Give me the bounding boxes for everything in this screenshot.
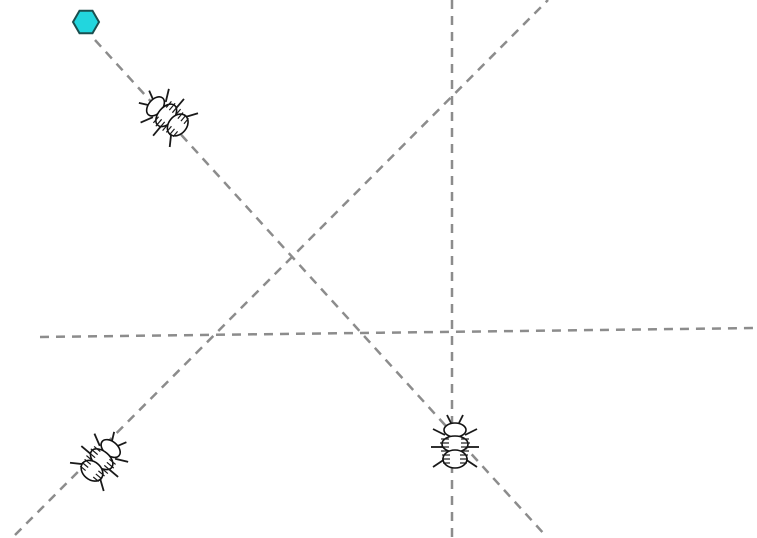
target-hexagon[interactable] — [73, 11, 99, 34]
beetle-icon[interactable] — [431, 415, 479, 468]
guide-line-horizontal — [40, 328, 757, 337]
beetle-head — [444, 423, 466, 437]
beetle-icon[interactable] — [68, 422, 139, 493]
